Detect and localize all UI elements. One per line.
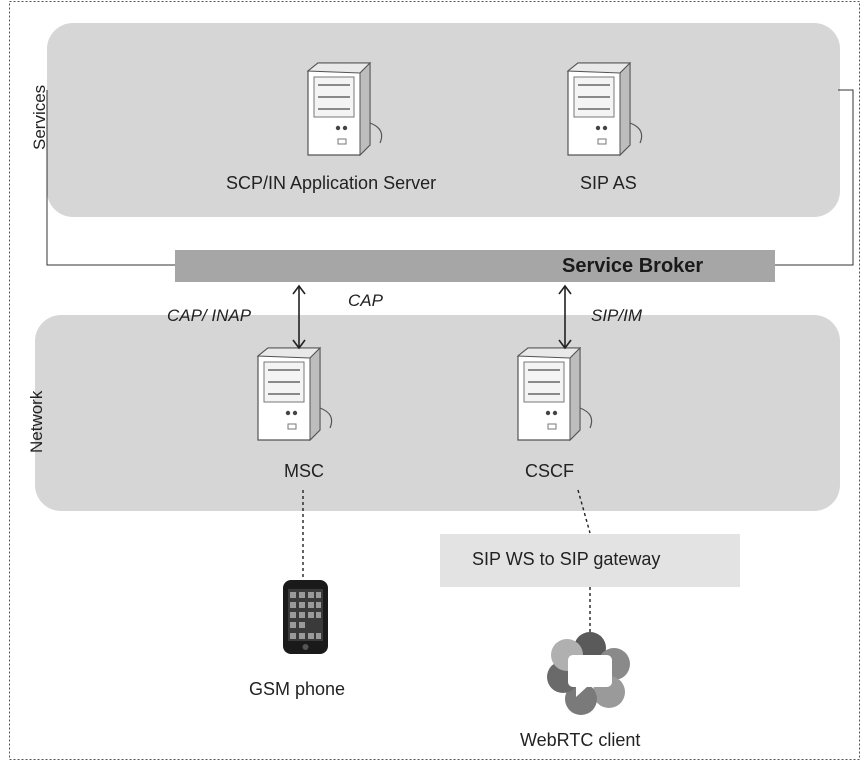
cscf-server-icon bbox=[517, 347, 593, 441]
gateway-label: SIP WS to SIP gateway bbox=[472, 549, 661, 569]
cscf-gateway-link bbox=[577, 489, 591, 534]
gateway-box bbox=[440, 534, 740, 587]
sip-as-server-label: SIP AS bbox=[580, 173, 637, 193]
scp-in-server-label: SCP/IN Application Server bbox=[226, 173, 437, 193]
msc-server-icon bbox=[257, 347, 333, 441]
cap-protocol-label: CAP bbox=[348, 291, 383, 310]
service-broker-label: Service Broker bbox=[562, 255, 704, 277]
sip-as-server-icon bbox=[567, 62, 643, 156]
services-bracket-line bbox=[46, 90, 175, 266]
webrtc-logo-icon bbox=[547, 632, 630, 715]
sip-im-protocol-label: SIP/IM bbox=[591, 306, 643, 325]
msc-server-label: MSC bbox=[284, 461, 324, 481]
scp-in-server-icon bbox=[307, 62, 383, 156]
network-zone-label: Network bbox=[27, 390, 46, 453]
broker-msc-arrow bbox=[292, 284, 306, 350]
services-zone-label: Services bbox=[30, 84, 49, 150]
services-zone bbox=[47, 23, 840, 217]
gsm-phone-label: GSM phone bbox=[249, 679, 346, 699]
webrtc-client-label: WebRTC client bbox=[520, 730, 641, 750]
service-broker-bar bbox=[175, 250, 775, 282]
diagram-border bbox=[9, 1, 860, 760]
services-bracket-line-right bbox=[775, 89, 854, 266]
cap-inap-protocol-label: CAP/ INAP bbox=[167, 306, 252, 325]
gsm-phone-icon bbox=[283, 580, 328, 654]
broker-cscf-arrow bbox=[558, 284, 572, 350]
cscf-server-label: CSCF bbox=[525, 461, 574, 481]
network-zone bbox=[35, 315, 840, 511]
